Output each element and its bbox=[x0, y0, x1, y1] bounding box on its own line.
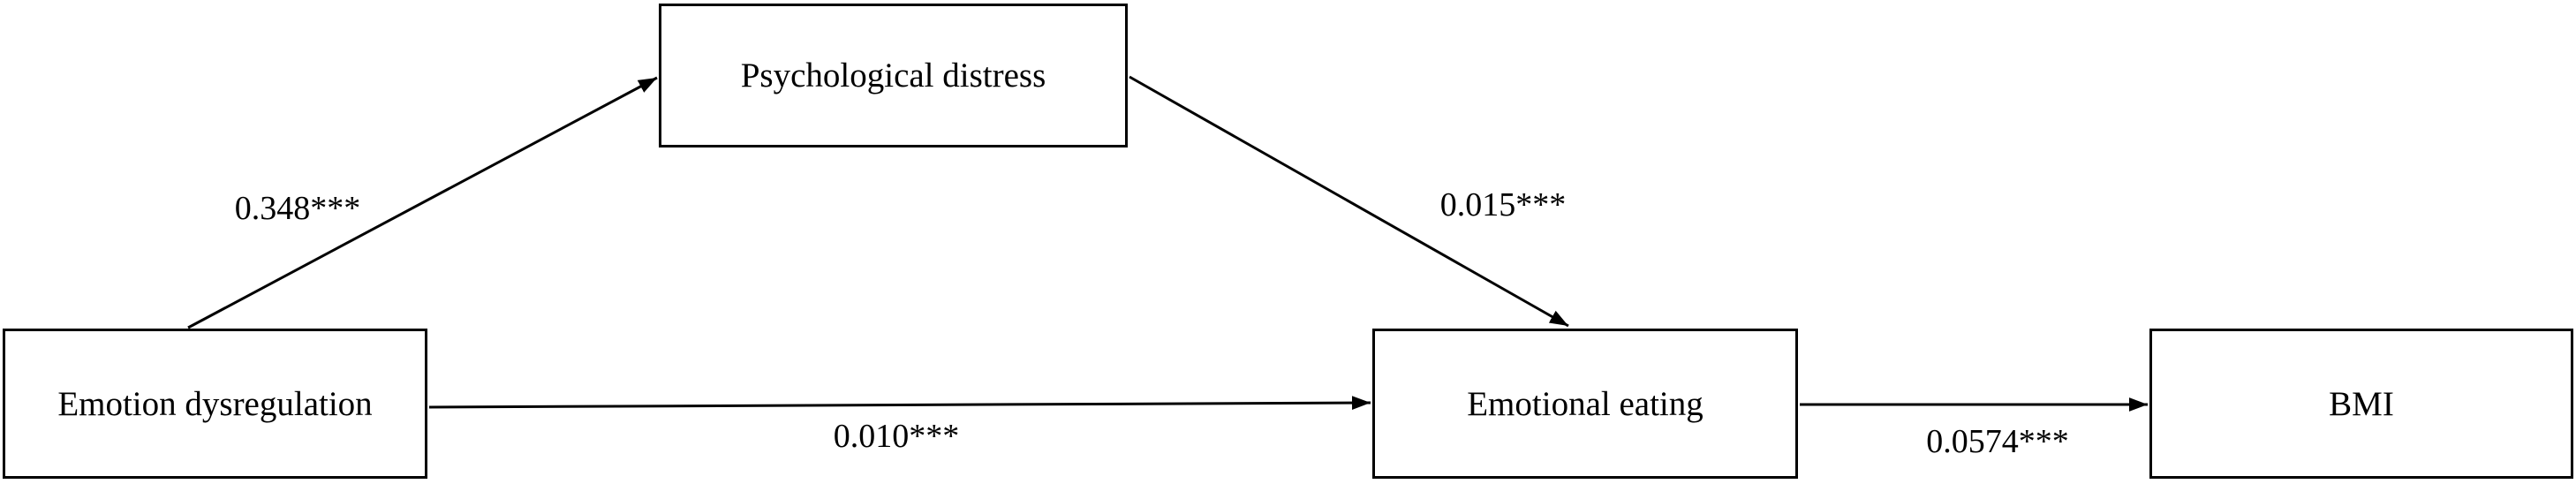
coefficient-emotional-eating-to-bmi: 0.0574*** bbox=[1926, 423, 2069, 460]
arrow-psychological-distress-to-emotional-eating bbox=[1129, 75, 1569, 328]
node-psychological-distress-label: Psychological distress bbox=[740, 57, 1046, 95]
coefficient-emotion-dysregulation-to-emotional-eating: 0.010*** bbox=[833, 418, 960, 455]
coefficient-psychological-distress-to-emotional-eating: 0.015*** bbox=[1439, 186, 1567, 223]
node-bmi-label: BMI bbox=[2329, 384, 2394, 423]
arrow-emotion-dysregulation-to-psychological-distress bbox=[187, 76, 658, 329]
node-emotion-dysregulation: Emotion dysregulation bbox=[3, 329, 427, 479]
node-emotional-eating: Emotional eating bbox=[1372, 329, 1798, 479]
node-psychological-distress: Psychological distress bbox=[659, 4, 1128, 147]
node-emotion-dysregulation-label: Emotion dysregulation bbox=[57, 384, 373, 423]
node-bmi: BMI bbox=[2149, 329, 2573, 479]
arrow-emotion-dysregulation-to-emotional-eating bbox=[428, 396, 1371, 410]
coefficient-emotion-dysregulation-to-psychological-distress: 0.348*** bbox=[234, 190, 361, 227]
node-emotional-eating-label: Emotional eating bbox=[1467, 384, 1703, 423]
